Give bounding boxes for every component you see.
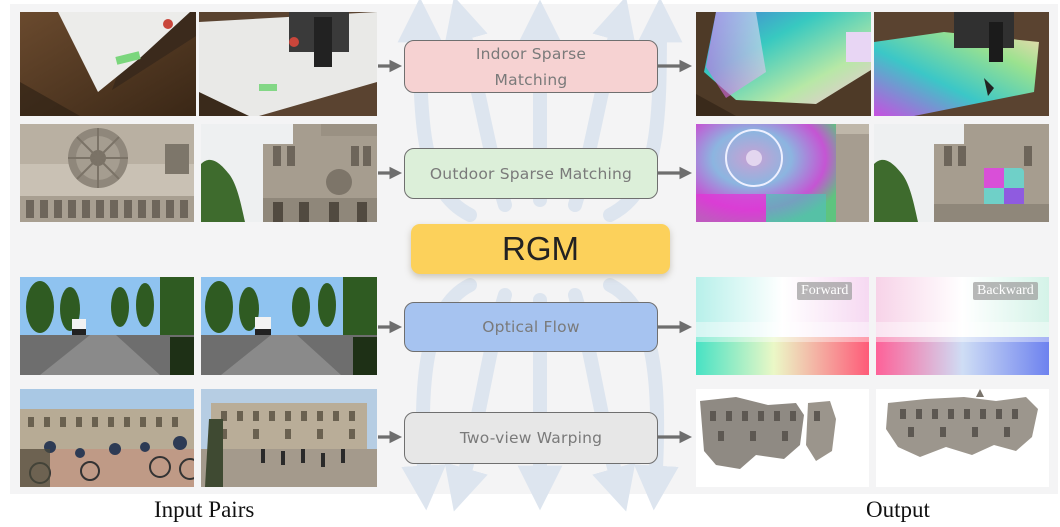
- input-pairs-caption: Input Pairs: [154, 497, 255, 522]
- indoor-output-left-image: [696, 12, 871, 116]
- cathedral-output-right-image: [874, 124, 1049, 222]
- indoor-output-right-image: [874, 12, 1049, 116]
- street-input-right-image: [201, 277, 377, 375]
- forward-tag: Forward: [797, 282, 853, 300]
- task-box-indoor-sparse-matching: Indoor Sparse Matching: [404, 40, 658, 93]
- task-label-outdoor: Outdoor Sparse Matching: [429, 164, 633, 183]
- warp-output-right-image: [876, 389, 1049, 487]
- cathedral-input-left-image: [20, 124, 194, 222]
- palace-input-left-image: [20, 389, 194, 487]
- warp-output-left-image: [696, 389, 869, 487]
- backward-tag: Backward: [973, 282, 1038, 300]
- street-input-left-image: [20, 277, 194, 375]
- output-caption: Output: [866, 497, 930, 522]
- palace-input-right-image: [201, 389, 377, 487]
- task-box-outdoor-sparse-matching: Outdoor Sparse Matching: [404, 148, 658, 199]
- task-box-two-view-warping: Two-view Warping: [404, 412, 658, 464]
- indoor-input-left-image: [20, 12, 196, 116]
- rgm-model-box: RGM: [411, 224, 670, 274]
- indoor-input-right-image: [199, 12, 377, 116]
- task-label-warping: Two-view Warping: [459, 429, 603, 447]
- task-label-optical-flow: Optical Flow: [482, 318, 580, 336]
- cathedral-input-right-image: [201, 124, 377, 222]
- cathedral-output-left-image: [696, 124, 869, 222]
- task-box-optical-flow: Optical Flow: [404, 302, 658, 352]
- task-label-indoor: Indoor Sparse Matching: [475, 44, 587, 89]
- flow-forward-image: [696, 277, 869, 375]
